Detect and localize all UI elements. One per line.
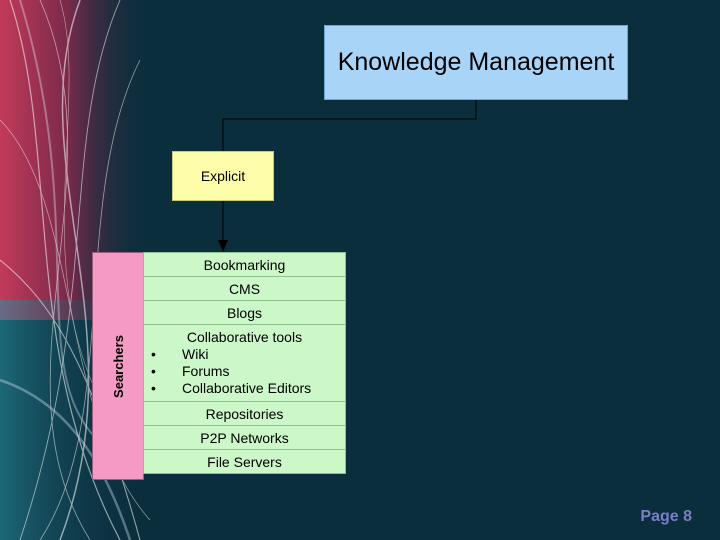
list-item: File Servers <box>143 449 346 474</box>
searchers-label: Searchers <box>110 334 126 398</box>
list-item: Bookmarking <box>143 252 346 277</box>
list-item: Blogs <box>143 300 346 325</box>
bullet-icon: • <box>151 380 156 396</box>
sub-item-label: Wiki <box>182 346 209 362</box>
list-item: P2P Networks <box>143 425 346 450</box>
list-item-collaborative-tools: Collaborative tools • Wiki • Forums • Co… <box>143 324 346 402</box>
explicit-node: Explicit <box>172 151 274 201</box>
list-item: Collaborative tools • Wiki • Forums • Co… <box>143 324 346 402</box>
explicit-label: Explicit <box>200 168 246 184</box>
knowledge-management-label: Knowledge Management <box>337 48 615 76</box>
knowledge-management-node: Knowledge Management <box>324 25 628 100</box>
sub-item-wiki: • Wiki <box>144 346 345 363</box>
list-item: CMS <box>143 276 346 301</box>
arrowhead-icon <box>218 240 228 252</box>
list-item-cms: CMS <box>143 276 346 301</box>
explicit-tools-list: Bookmarking CMS Blogs Collaborative tool… <box>143 252 346 474</box>
list-item-bookmarking: Bookmarking <box>143 252 346 277</box>
sub-item-forums: • Forums <box>144 363 345 380</box>
list-item-repositories: Repositories <box>143 401 346 426</box>
sub-item-collaborative-editors: • Collaborative Editors <box>144 380 345 397</box>
sub-item-label: Collaborative Editors <box>182 380 312 396</box>
page-number: Page 8 <box>640 508 692 525</box>
list-item-p2p-networks: P2P Networks <box>143 425 346 450</box>
list-item: Repositories <box>143 401 346 426</box>
list-item-blogs: Blogs <box>143 300 346 325</box>
bullet-icon: • <box>151 346 156 362</box>
collaborative-tools-title: Collaborative tools <box>186 329 303 345</box>
connector-root-to-explicit <box>222 100 477 151</box>
sub-item-label: Forums <box>182 363 230 379</box>
bullet-icon: • <box>151 363 156 379</box>
list-item-file-servers: File Servers <box>143 449 346 474</box>
searchers-node: Searchers <box>92 252 144 480</box>
collaborative-tools-sublist: • Wiki • Forums • Collaborative Editors <box>144 346 345 397</box>
